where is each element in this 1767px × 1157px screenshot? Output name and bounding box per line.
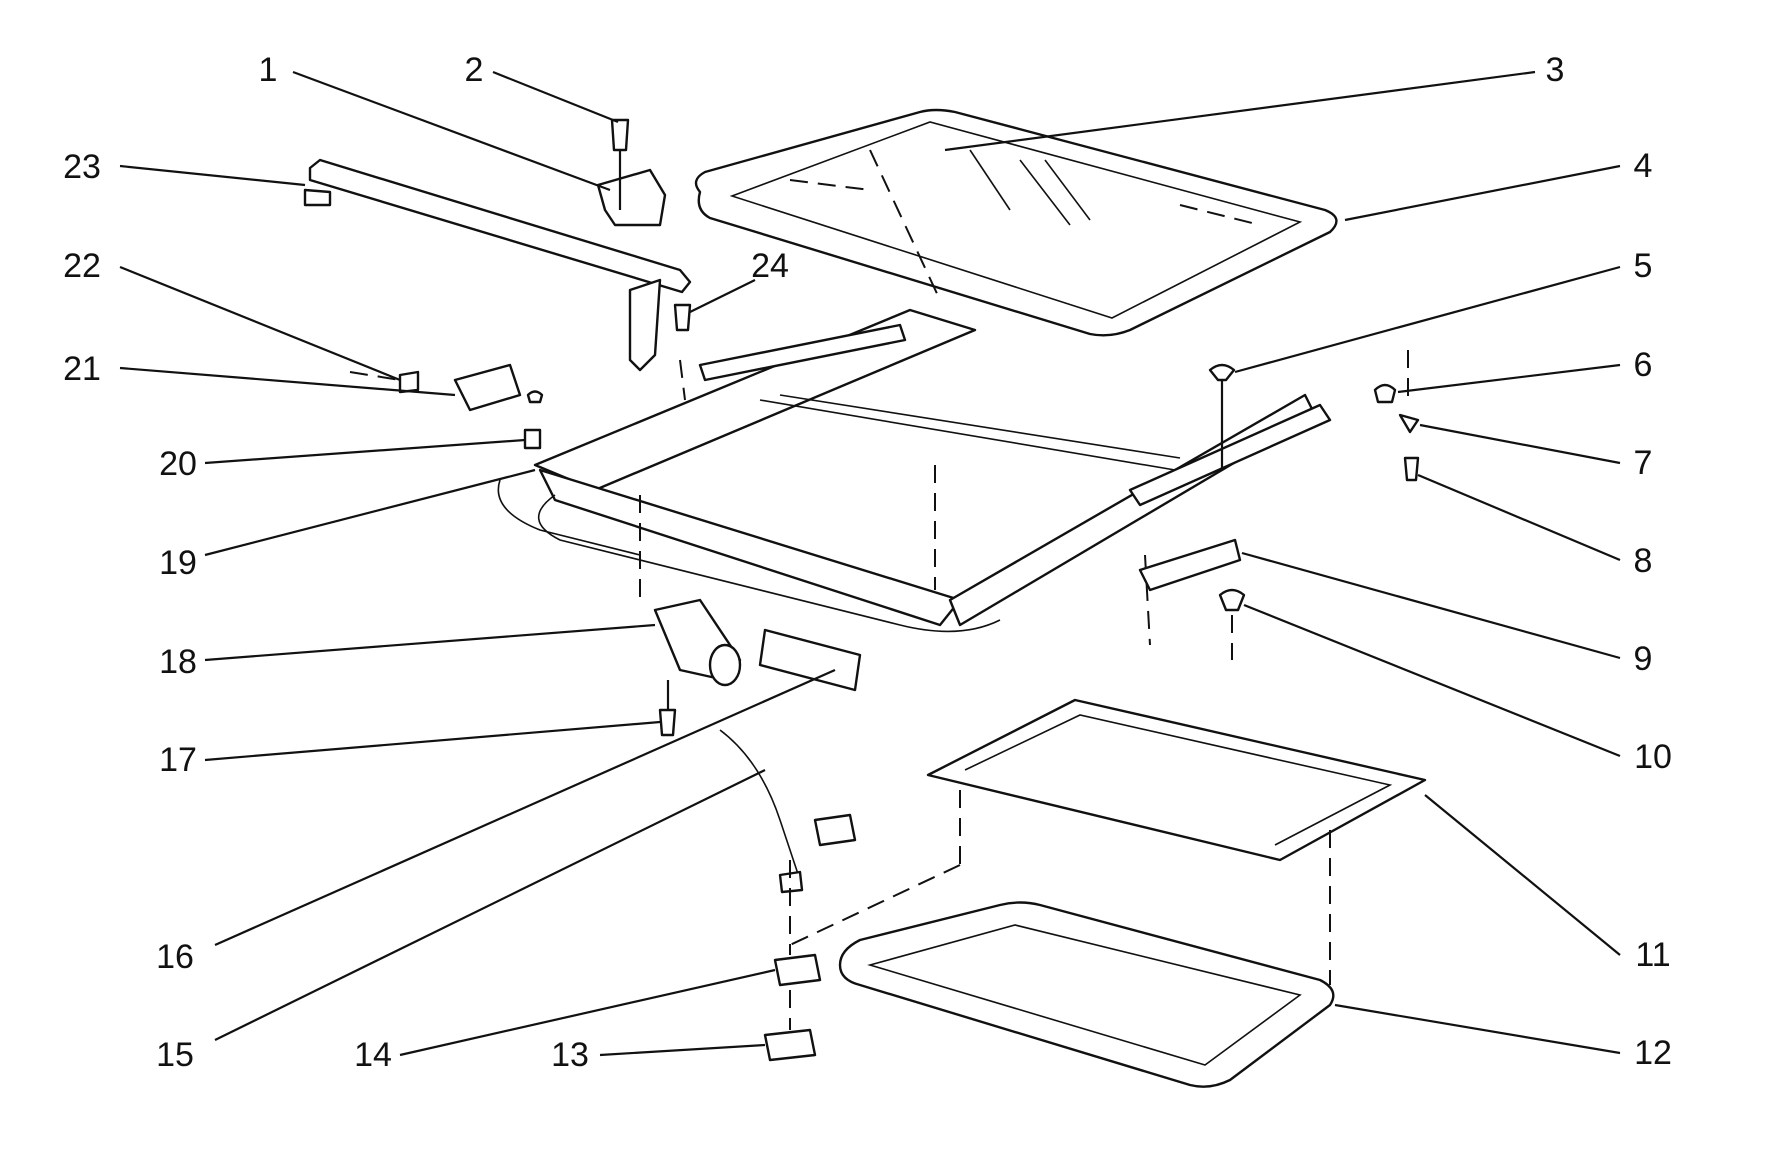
callout-10: 10 [1634, 738, 1672, 776]
motor-assembly [653, 598, 862, 894]
callout-3: 3 [1546, 51, 1565, 89]
sunshade [926, 698, 1427, 985]
left-side-hardware [349, 303, 692, 450]
callout-4: 4 [1634, 147, 1653, 185]
callout-5: 5 [1634, 247, 1653, 285]
bracket-assembly [596, 118, 667, 227]
callout-15: 15 [156, 1036, 194, 1074]
callout-24: 24 [751, 247, 789, 285]
glass-panel [694, 108, 1338, 337]
callout-20: 20 [159, 445, 197, 483]
callout-23: 23 [63, 148, 101, 186]
callout-21: 21 [63, 350, 101, 388]
leader-lines [119, 70, 1621, 1057]
callout-6: 6 [1634, 346, 1653, 384]
sunroof-frame [497, 308, 1332, 646]
trim-ring [838, 901, 1335, 1088]
callout-labels: 1 2 3 4 5 6 7 8 9 10 11 12 13 14 15 16 1… [63, 51, 1672, 1074]
callout-7: 7 [1634, 444, 1653, 482]
callout-8: 8 [1634, 542, 1653, 580]
right-side-hardware [1138, 350, 1420, 660]
callout-19: 19 [159, 544, 197, 582]
clips [763, 860, 961, 1062]
callout-9: 9 [1634, 640, 1653, 678]
callout-11: 11 [1635, 936, 1670, 974]
front-rail [303, 158, 692, 401]
callout-14: 14 [354, 1036, 392, 1074]
callout-13: 13 [551, 1036, 589, 1074]
callout-12: 12 [1634, 1034, 1672, 1072]
callout-17: 17 [159, 741, 197, 779]
callout-2: 2 [465, 51, 484, 89]
callout-18: 18 [159, 643, 197, 681]
callout-16: 16 [156, 938, 194, 976]
callout-22: 22 [63, 247, 101, 285]
callout-1: 1 [259, 51, 278, 89]
